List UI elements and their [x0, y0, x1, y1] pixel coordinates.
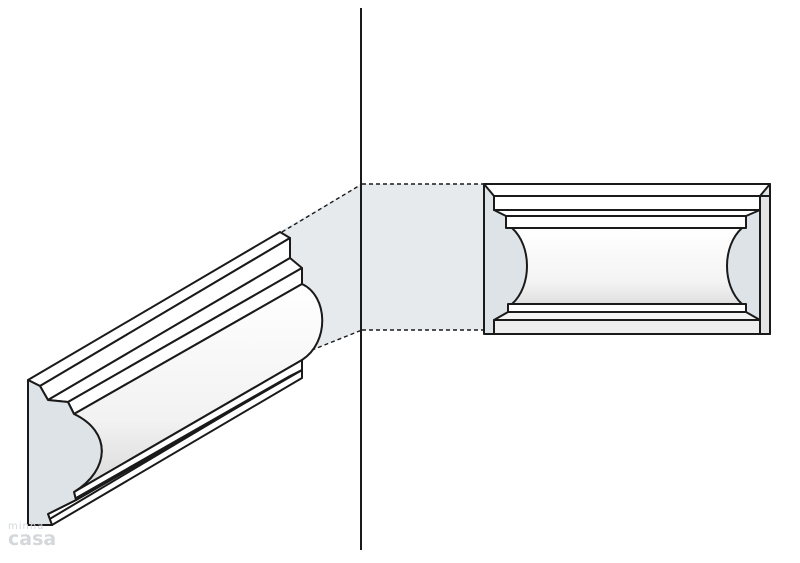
projection-line-top-left	[281, 183, 363, 233]
projection-line-bottom-left	[291, 329, 363, 359]
watermark-line1: minha	[8, 521, 45, 532]
crown-molding-perspective-icon	[27, 231, 324, 526]
projection-band	[282, 184, 484, 358]
molding-cross-section-icon	[483, 183, 771, 335]
minha-casa-watermark: minha casa	[8, 522, 56, 549]
watermark-line2: casa	[8, 528, 57, 550]
